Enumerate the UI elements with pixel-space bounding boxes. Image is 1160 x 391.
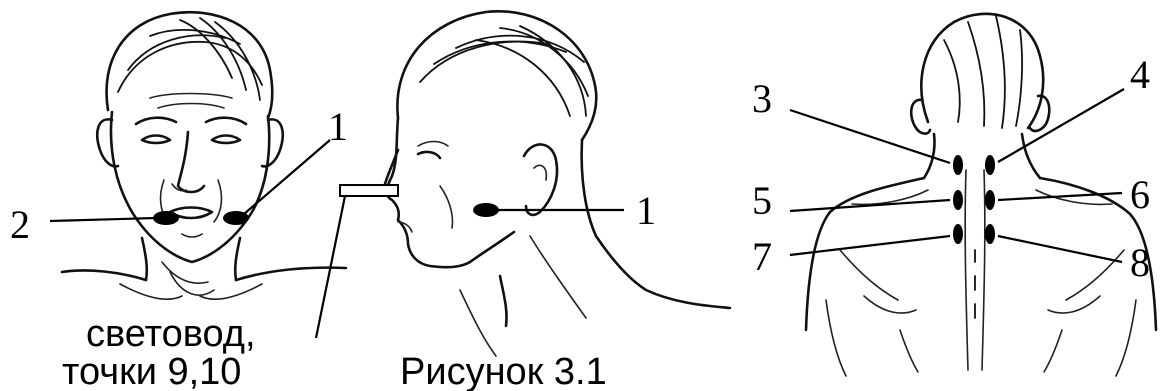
point-5-marker bbox=[953, 190, 963, 210]
lightguide-rod bbox=[340, 185, 398, 196]
label-point-4: 4 bbox=[1130, 52, 1150, 97]
label-point-8: 8 bbox=[1130, 240, 1150, 285]
point-7-marker bbox=[953, 224, 963, 244]
leader-point-5 bbox=[790, 200, 950, 211]
point-4-marker bbox=[985, 155, 995, 175]
point-6-marker bbox=[985, 190, 995, 210]
leader-point-7 bbox=[790, 236, 950, 255]
label-point-1-front: 1 bbox=[328, 104, 348, 149]
lightguide-caption-line2: точки 9,10 bbox=[62, 351, 241, 391]
label-point-5: 5 bbox=[752, 178, 772, 223]
leader-point-1-front bbox=[244, 140, 330, 214]
label-point-3: 3 bbox=[752, 76, 772, 121]
lightguide-caption-line1: световод, bbox=[86, 313, 256, 355]
profile-face-drawing bbox=[384, 11, 730, 356]
point-8-marker bbox=[985, 224, 995, 244]
leader-point-8 bbox=[998, 236, 1122, 262]
point-1-profile-marker bbox=[473, 203, 499, 217]
point-3-marker bbox=[953, 155, 963, 175]
label-point-2: 2 bbox=[10, 202, 30, 247]
leader-point-2 bbox=[50, 218, 156, 221]
point-2-marker bbox=[153, 211, 179, 225]
label-point-6: 6 bbox=[1130, 172, 1150, 217]
figure-title: Рисунок 3.1 bbox=[400, 351, 607, 391]
label-point-1-profile: 1 bbox=[636, 188, 656, 233]
label-point-7: 7 bbox=[752, 234, 772, 279]
front-face-drawing bbox=[62, 12, 346, 299]
